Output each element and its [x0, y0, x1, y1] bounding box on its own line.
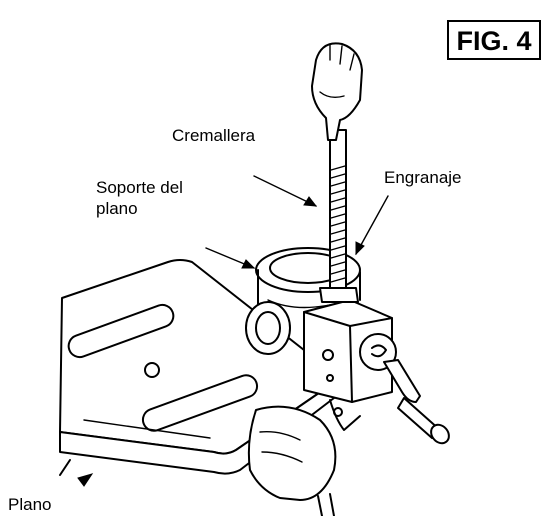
figure-number: FIG. 4	[456, 26, 532, 56]
bracket-clamp	[245, 301, 291, 355]
callout-arrows	[205, 175, 389, 269]
bracket-arm	[329, 399, 361, 431]
label-engranaje: Engranaje	[384, 168, 462, 187]
figure-number-box: FIG. 4	[447, 20, 541, 60]
label-soporte-del-plano: Soporte del plano	[96, 178, 183, 218]
label-cremallera: Cremallera	[172, 126, 256, 145]
rack-bar	[319, 129, 359, 303]
cremallera-arrow	[253, 175, 317, 207]
rack-teeth	[330, 165, 346, 283]
lower-hand	[247, 405, 337, 517]
upper-hand	[311, 42, 363, 141]
label-plano: Plano	[8, 495, 52, 514]
crank-handle	[359, 333, 450, 445]
